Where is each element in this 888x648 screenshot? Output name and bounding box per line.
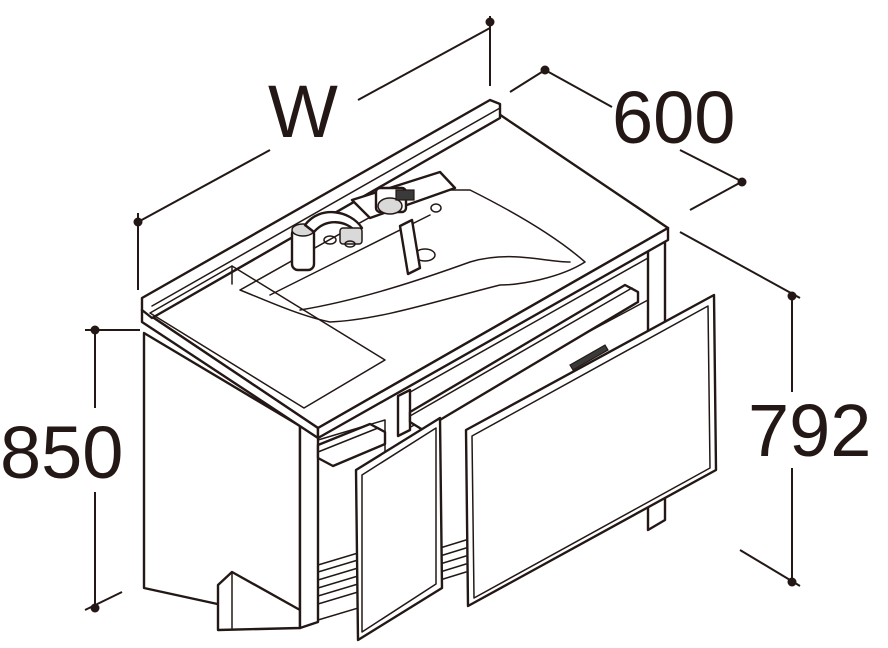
cabinet-height-dimension: 792 [679, 231, 871, 587]
total-height-dimension: 850 [0, 325, 140, 613]
depth-label: 600 [612, 76, 735, 159]
width-label: W [268, 70, 338, 153]
cabinet-height-label: 792 [748, 389, 871, 472]
front-stile-middle [396, 388, 412, 438]
hand-shower [350, 170, 457, 276]
upper-left-drawer [316, 422, 387, 468]
cabinet [142, 238, 718, 642]
total-height-label: 850 [0, 411, 123, 494]
faucet [290, 210, 364, 272]
depth-dimension: 600 [509, 65, 747, 211]
lower-left-drawer-front [354, 416, 444, 642]
drawer-rail-right [439, 539, 467, 581]
countertop [140, 98, 670, 440]
lower-right-drawer-front [464, 293, 718, 608]
upper-long-drawer [408, 283, 640, 432]
width-dimension: W [133, 16, 495, 290]
countertop-right-edge [316, 226, 670, 440]
drawer-rail-left [317, 552, 359, 605]
front-stile-left [298, 424, 320, 630]
